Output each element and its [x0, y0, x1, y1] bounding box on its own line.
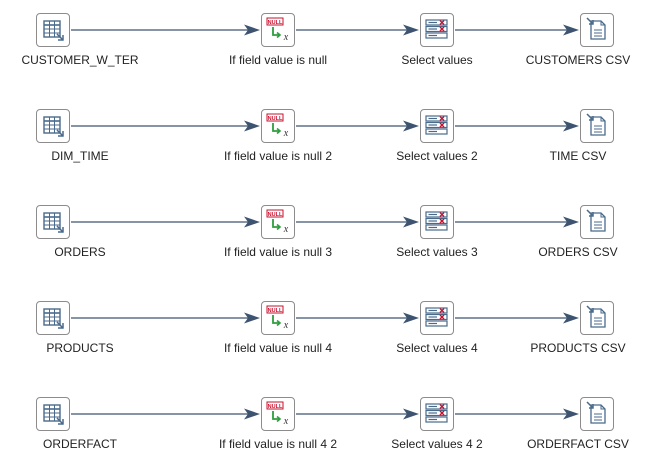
- select-values-icon: [425, 307, 448, 327]
- step-label: PRODUCTS CSV: [530, 341, 626, 355]
- hop-arrowhead[interactable]: [563, 216, 579, 228]
- step-label: If field value is null 2: [223, 149, 333, 163]
- if-field-value-null-icon: NULL x: [266, 305, 289, 331]
- step-select[interactable]: [420, 301, 454, 335]
- step-label: If field value is null: [228, 53, 328, 67]
- step-label: Select values 3: [396, 245, 478, 259]
- step-if-null[interactable]: NULL x: [261, 109, 295, 143]
- step-select[interactable]: [420, 109, 454, 143]
- svg-text:x: x: [283, 416, 289, 427]
- step-output[interactable]: [580, 301, 614, 335]
- table-input-icon: [43, 404, 64, 425]
- step-table-input[interactable]: [36, 301, 70, 335]
- step-table-input[interactable]: [36, 13, 70, 47]
- step-if-null[interactable]: NULL x: [261, 397, 295, 431]
- hop-arrowhead[interactable]: [244, 312, 260, 324]
- step-select[interactable]: [420, 205, 454, 239]
- svg-text:NULL: NULL: [268, 212, 283, 218]
- step-label: CUSTOMER_W_TER: [21, 53, 139, 67]
- step-label: PRODUCTS: [46, 341, 114, 355]
- svg-text:NULL: NULL: [268, 404, 283, 410]
- svg-text:NULL: NULL: [268, 20, 283, 26]
- step-label: CUSTOMERS CSV: [525, 53, 631, 67]
- hop-arrowhead[interactable]: [563, 408, 579, 420]
- step-if-null[interactable]: NULL x: [261, 13, 295, 47]
- table-input-icon: [43, 20, 64, 41]
- step-label: Select values 2: [396, 149, 478, 163]
- step-label: ORDERFACT: [42, 437, 117, 451]
- step-if-null[interactable]: NULL x: [261, 301, 295, 335]
- hop-arrowhead[interactable]: [403, 216, 419, 228]
- step-label: Select values 4: [396, 341, 478, 355]
- step-output[interactable]: [580, 205, 614, 239]
- text-file-output-icon: [586, 305, 606, 328]
- text-file-output-icon: [586, 401, 606, 424]
- hop-arrowhead[interactable]: [563, 24, 579, 36]
- hop-arrowhead[interactable]: [244, 120, 260, 132]
- table-input-icon: [43, 308, 64, 329]
- if-field-value-null-icon: NULL x: [266, 209, 289, 235]
- text-file-output-icon: [586, 209, 606, 232]
- if-field-value-null-icon: NULL x: [266, 17, 289, 43]
- step-label: Select values: [401, 53, 473, 67]
- step-output[interactable]: [580, 397, 614, 431]
- step-output[interactable]: [580, 13, 614, 47]
- if-field-value-null-icon: NULL x: [266, 401, 289, 427]
- hop-arrowhead[interactable]: [403, 24, 419, 36]
- hop-arrowhead[interactable]: [403, 120, 419, 132]
- hop-arrowhead[interactable]: [244, 216, 260, 228]
- select-values-icon: [425, 403, 448, 423]
- text-file-output-icon: [586, 113, 606, 136]
- step-select[interactable]: [420, 397, 454, 431]
- svg-text:x: x: [283, 128, 289, 139]
- step-label: If field value is null 4: [223, 341, 333, 355]
- step-select[interactable]: [420, 13, 454, 47]
- step-label: ORDERS CSV: [538, 245, 618, 259]
- table-input-icon: [43, 212, 64, 233]
- hop-arrowhead[interactable]: [403, 312, 419, 324]
- svg-text:x: x: [283, 32, 289, 43]
- step-table-input[interactable]: [36, 397, 70, 431]
- select-values-icon: [425, 19, 448, 39]
- step-label: TIME CSV: [549, 149, 607, 163]
- svg-text:x: x: [283, 320, 289, 331]
- table-input-icon: [43, 116, 64, 137]
- step-table-input[interactable]: [36, 205, 70, 239]
- step-label: If field value is null 3: [223, 245, 333, 259]
- step-label: Select values 4 2: [391, 437, 483, 451]
- step-label: ORDERS: [54, 245, 106, 259]
- svg-text:x: x: [283, 224, 289, 235]
- hop-arrowhead[interactable]: [403, 408, 419, 420]
- step-table-input[interactable]: [36, 109, 70, 143]
- step-if-null[interactable]: NULL x: [261, 205, 295, 239]
- step-label: If field value is null 4 2: [218, 437, 338, 451]
- if-field-value-null-icon: NULL x: [266, 113, 289, 139]
- hop-arrowhead[interactable]: [563, 312, 579, 324]
- hop-arrowhead[interactable]: [563, 120, 579, 132]
- step-output[interactable]: [580, 109, 614, 143]
- hop-arrowhead[interactable]: [244, 24, 260, 36]
- select-values-icon: [425, 115, 448, 135]
- hop-arrowhead[interactable]: [244, 408, 260, 420]
- step-label: ORDERFACT CSV: [527, 437, 629, 451]
- svg-text:NULL: NULL: [268, 308, 283, 314]
- select-values-icon: [425, 211, 448, 231]
- svg-text:NULL: NULL: [268, 116, 283, 122]
- step-label: DIM_TIME: [51, 149, 109, 163]
- text-file-output-icon: [586, 17, 606, 40]
